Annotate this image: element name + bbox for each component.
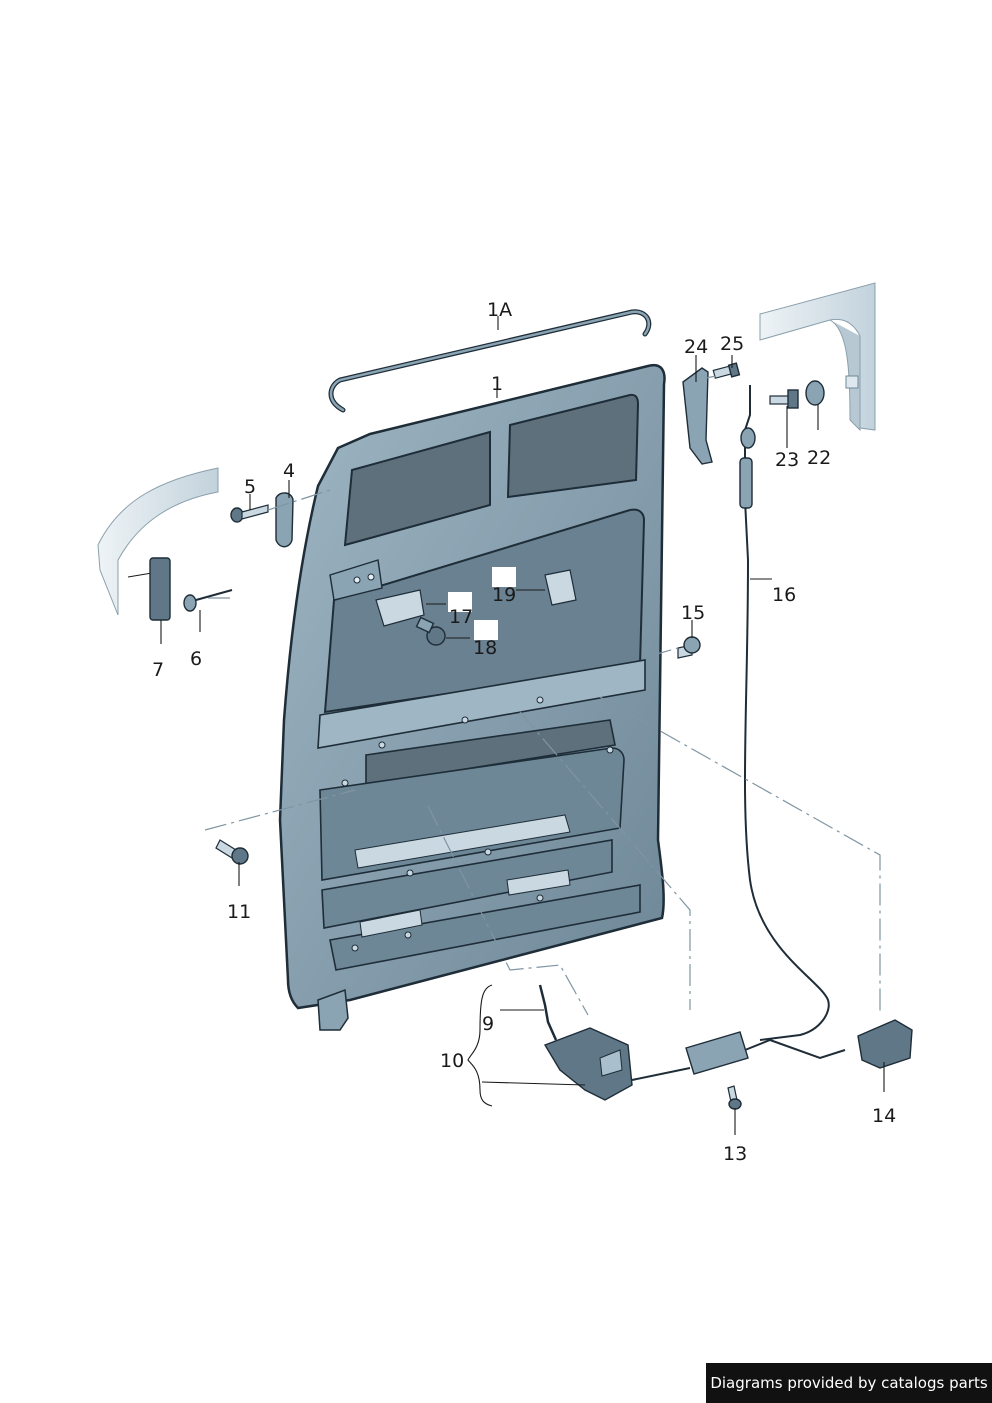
screw-13: [727, 1085, 742, 1110]
striker-plate-7: [149, 557, 171, 621]
stop-19: [544, 569, 577, 606]
guide-4: [275, 492, 294, 548]
callout-10: 10: [440, 1050, 464, 1072]
callout-4: 4: [283, 460, 295, 482]
callout-14: 14: [872, 1105, 896, 1127]
callout-19: 19: [492, 584, 516, 606]
bolt-18: [415, 616, 446, 646]
callout-7: 7: [152, 659, 164, 681]
washer-22: [805, 380, 825, 406]
callout-24: 24: [684, 336, 708, 358]
body-pillar-right: [759, 282, 876, 432]
callout-25: 25: [720, 333, 744, 355]
lock-14: [857, 1019, 913, 1069]
lock-10: [543, 1027, 633, 1101]
callout-13: 13: [723, 1143, 747, 1165]
rod-9: [538, 984, 558, 1041]
callout-15: 15: [681, 602, 705, 624]
rear-door-panel: [278, 363, 666, 1031]
release-cable: [743, 385, 830, 1041]
screw-5: [230, 504, 269, 523]
callout-6: 6: [190, 648, 202, 670]
callout-1: 1: [491, 373, 503, 395]
callout-17: 17: [449, 606, 473, 628]
bolt-23: [769, 389, 799, 409]
bolt-25: [712, 362, 741, 379]
callout-5: 5: [244, 476, 256, 498]
credit-banner: Diagrams provided by catalogs parts: [706, 1363, 992, 1403]
callout-18: 18: [473, 637, 497, 659]
hinge-bracket: [682, 367, 713, 465]
callout-23: 23: [775, 449, 799, 471]
callout-16: 16: [772, 584, 796, 606]
callout-22: 22: [807, 447, 831, 469]
leader-lines: [160, 316, 885, 1135]
bracket-17: [375, 589, 425, 627]
nut-15: [677, 636, 701, 659]
rivet-6: [183, 589, 233, 612]
callout-1a: 1A: [487, 299, 512, 321]
bolt-11: [215, 839, 249, 865]
central-actuator: [685, 1031, 749, 1075]
callout-11: 11: [227, 901, 251, 923]
callout-9: 9: [482, 1013, 494, 1035]
reference-lines: [204, 375, 881, 1016]
